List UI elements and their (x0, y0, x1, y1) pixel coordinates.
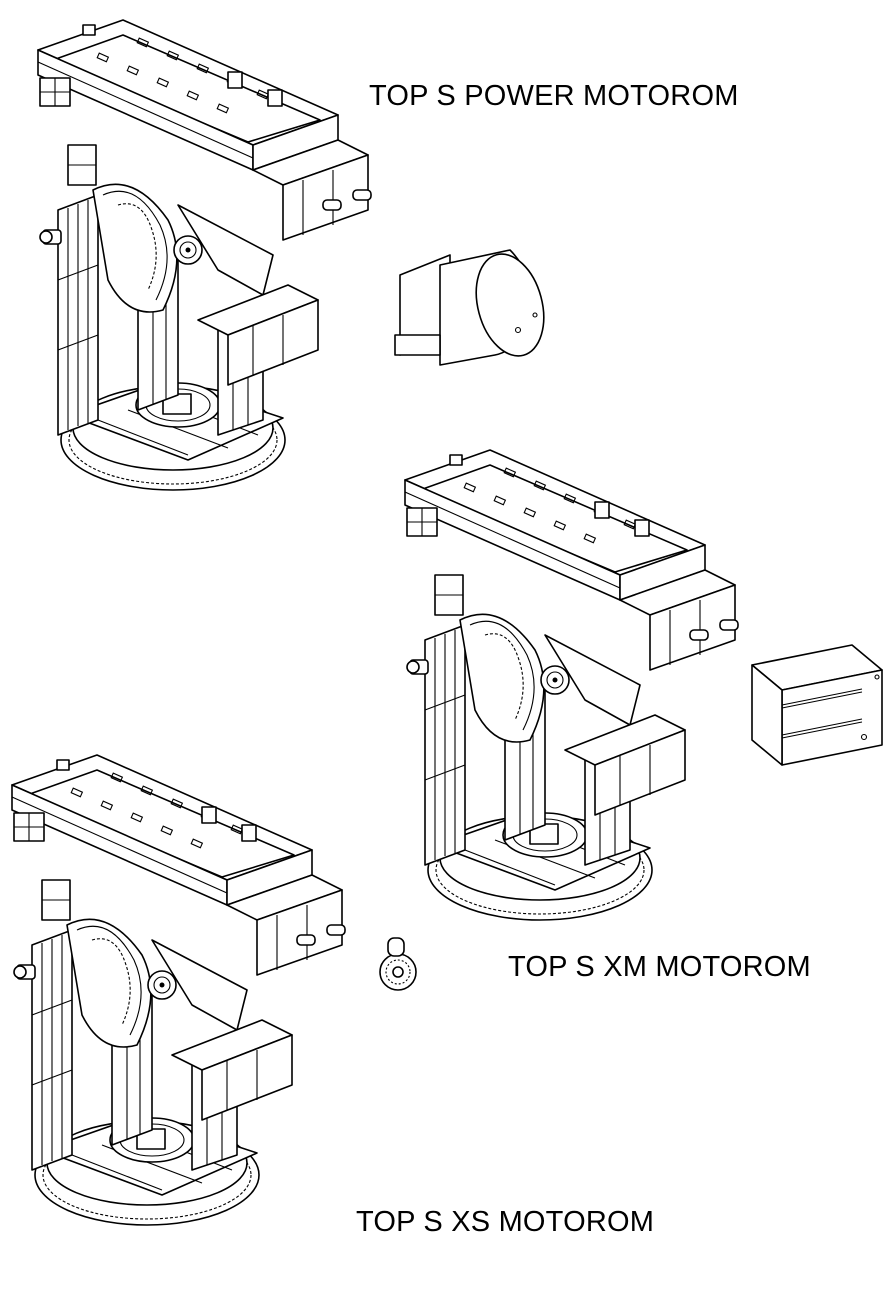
small-gear-motor-icon (379, 937, 417, 991)
box-motor-icon (751, 644, 883, 766)
assembly-xs (11, 754, 417, 1226)
cylinder-motor-icon (394, 245, 556, 366)
assembly-xm (404, 449, 883, 921)
label-xm-motor: TOP S XM MOTOROM (508, 951, 811, 983)
label-power-motor: TOP S POWER MOTOROM (369, 80, 739, 112)
label-xs-motor: TOP S XS MOTOROM (356, 1206, 655, 1238)
